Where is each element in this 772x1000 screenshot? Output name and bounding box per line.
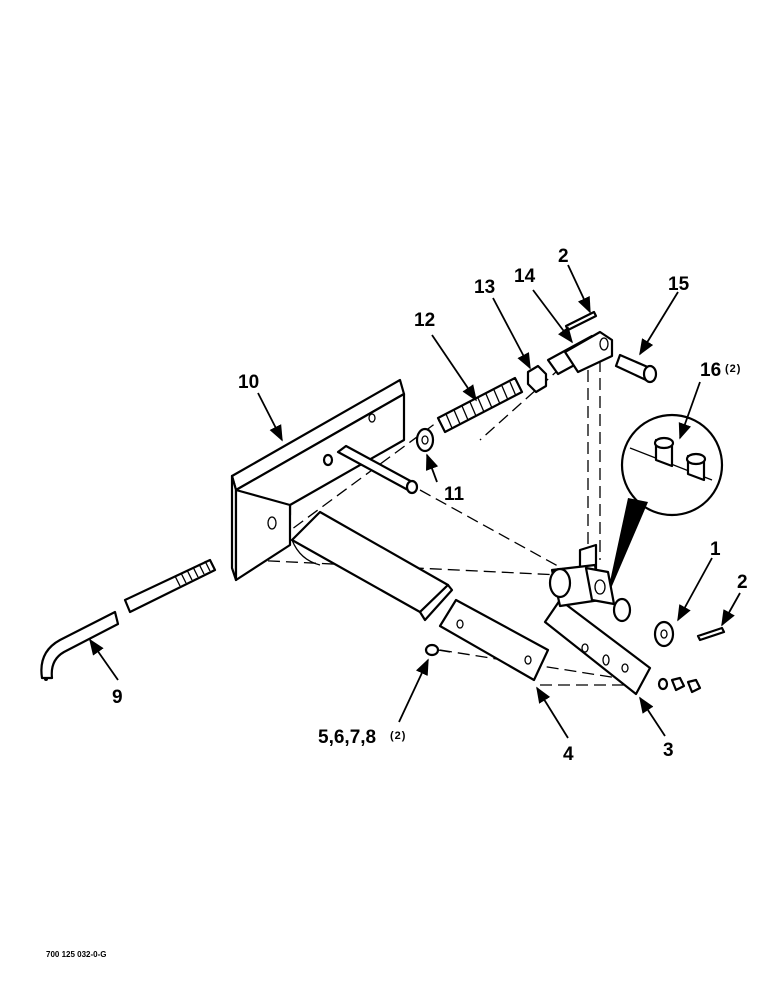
callout-16-quantity: (2) xyxy=(725,363,741,375)
leader-arrows xyxy=(89,264,741,739)
spring-part-12 xyxy=(436,376,524,434)
callout-5-6-7-8: 5,6,7,8 xyxy=(318,727,376,748)
callout-4: 4 xyxy=(563,744,574,765)
callout-5-6-7-8-quantity: (2) xyxy=(390,730,406,742)
pivot-bracket-part-3 xyxy=(543,543,652,696)
callout-9: 9 xyxy=(112,687,123,708)
cotter-pin-part-2-right xyxy=(696,626,726,642)
nut-part-13 xyxy=(526,364,548,394)
pin-rod xyxy=(322,444,419,495)
drawing-number: 700 125 032-0-G xyxy=(46,950,107,959)
callout-13: 13 xyxy=(474,277,495,298)
cotter-pin-part-2-top xyxy=(564,310,598,332)
clevis-part-14 xyxy=(546,330,614,376)
washer-part-1 xyxy=(653,620,675,648)
callout-11: 11 xyxy=(444,484,465,505)
callout-16: 16 xyxy=(700,360,721,381)
hardware-parts-5-8 xyxy=(424,643,702,694)
plate-part-4 xyxy=(438,598,550,682)
callout-labels: 2 14 13 15 12 16 (2) 10 11 1 2 9 5,6,7,8… xyxy=(112,246,748,765)
bushing-detail-part-16 xyxy=(606,413,724,600)
callout-10: 10 xyxy=(238,372,259,393)
callout-15: 15 xyxy=(668,274,690,295)
washer-part-11 xyxy=(415,427,435,453)
callout-2-top: 2 xyxy=(558,246,569,267)
callout-3: 3 xyxy=(663,740,674,761)
callout-12: 12 xyxy=(414,310,435,331)
callout-1: 1 xyxy=(710,539,721,560)
angle-bracket-part-10 xyxy=(230,378,406,582)
callout-2-right: 2 xyxy=(737,572,748,593)
clevis-pin-part-15 xyxy=(614,353,658,384)
shield-plate xyxy=(290,510,454,622)
threaded-rod-part-9 xyxy=(40,558,217,681)
callout-14: 14 xyxy=(514,266,536,287)
